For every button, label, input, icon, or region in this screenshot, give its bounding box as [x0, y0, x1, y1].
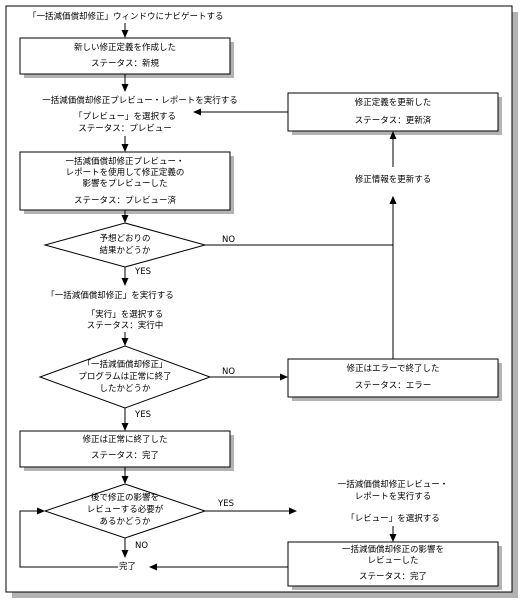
- preview-box-line3: 影響をプレビューした: [82, 179, 168, 189]
- run-review-line1: 一括減価償却修正レビュー・: [337, 480, 449, 490]
- select-preview-line1: 「プレビュー」を選択する: [73, 112, 176, 122]
- select-run-line2: ステータス：実行中: [86, 321, 164, 331]
- flow-connectors: [19, 23, 397, 571]
- box-error: [287, 358, 502, 401]
- decision-expected-line2: 結果かどうか: [99, 246, 151, 256]
- preview-box-line2: レポートを使用して修正定義の: [65, 168, 185, 178]
- decision-review-line2: レビューする必要が: [86, 505, 164, 515]
- decision-review-line1: 後で修正の影響を: [90, 493, 159, 503]
- create-box-line1: 新しい修正定義を作成した: [73, 43, 176, 53]
- error-box-line2: ステータス：エラー: [354, 381, 432, 391]
- run-preview-label: 一括減価償却修正プレビュー・レポートを実行する: [42, 96, 238, 106]
- edge-no-review: NO: [135, 541, 149, 551]
- box-success: [19, 430, 234, 471]
- reviewed-box-line2: レビューした: [367, 556, 419, 566]
- select-run-line1: 「実行」を選択する: [86, 310, 164, 320]
- edge-yes-expected: YES: [135, 267, 151, 277]
- select-review-label: 「レビュー」を選択する: [346, 514, 440, 524]
- run-revision-label: 「一括減価償却修正」を実行する: [46, 291, 174, 301]
- done-label: 完了: [119, 562, 137, 572]
- box-reviewed: [287, 541, 502, 590]
- updated-box-line2: ステータス：更新済: [354, 116, 432, 126]
- error-box-line1: 修正はエラーで終了した: [346, 364, 440, 374]
- decision-program-line2: プログラムは正常に終了: [78, 372, 172, 382]
- box-create: [19, 37, 234, 78]
- run-review-line2: レポートを実行する: [354, 492, 432, 502]
- decision-program-line3: したかどうか: [99, 384, 151, 394]
- decision-program-line1: 「一括減価償却修正」: [82, 360, 168, 370]
- create-box-line2: ステータス：新規: [90, 59, 159, 69]
- box-preview: [19, 151, 234, 214]
- reviewed-box-line3: ステータス：完了: [358, 572, 427, 582]
- updated-box-line1: 修正定義を更新した: [354, 98, 432, 108]
- success-box-line1: 修正は正常に終了した: [82, 435, 168, 445]
- edge-no-program: NO: [222, 367, 236, 377]
- update-info-label: 修正情報を更新する: [354, 175, 432, 185]
- preview-box-line4: ステータス：プレビュー済: [73, 196, 176, 206]
- decision-expected-line1: 予想どおりの: [99, 234, 151, 244]
- edge-yes-program: YES: [135, 410, 151, 420]
- select-preview-line2: ステータス：プレビュー: [78, 124, 172, 134]
- edge-no-expected: NO: [222, 235, 236, 245]
- box-updated: [287, 92, 502, 135]
- start-label: 「一括減価償却修正」ウィンドウにナビゲートする: [28, 12, 224, 22]
- decision-review-line3: あるかどうか: [99, 517, 151, 527]
- preview-box-line1: 一括減価償却修正プレビュー・: [65, 157, 185, 167]
- edge-yes-review: YES: [218, 499, 234, 509]
- reviewed-box-line1: 一括減価償却修正の影響を: [341, 545, 444, 555]
- success-box-line2: ステータス：完了: [90, 451, 159, 461]
